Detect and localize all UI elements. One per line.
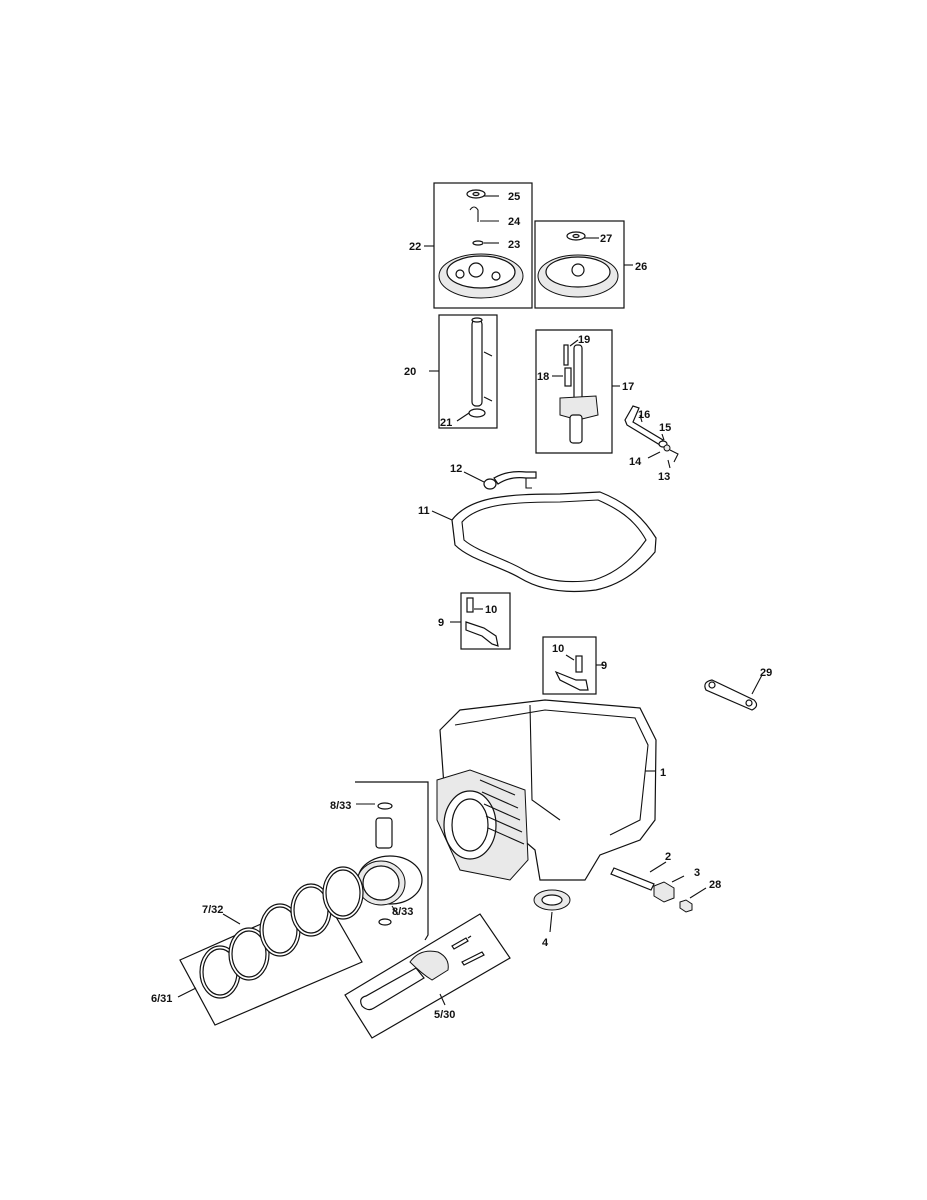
label-8-33-top: 8/33 xyxy=(330,800,351,812)
nut-14 xyxy=(663,444,671,452)
piston-assembly xyxy=(355,781,429,941)
governor-shaft-assembly-20 xyxy=(429,314,498,429)
label-8-33-bottom: 8/33 xyxy=(392,906,413,918)
label-13: 13 xyxy=(658,471,670,483)
oil-seal-4 xyxy=(533,889,571,933)
bracket-9-right xyxy=(554,670,589,691)
screw-28 xyxy=(679,899,693,913)
label-9-left: 9 xyxy=(438,617,444,629)
bracket-9-left xyxy=(465,621,499,647)
label-2: 2 xyxy=(665,851,671,863)
label-14: 14 xyxy=(629,456,642,468)
bolt-10-right xyxy=(575,655,583,673)
label-20: 20 xyxy=(404,366,416,378)
drain-parts xyxy=(610,861,707,913)
label-22: 22 xyxy=(409,241,421,253)
label-3: 3 xyxy=(694,867,700,879)
label-4: 4 xyxy=(542,937,549,949)
clip-23 xyxy=(472,240,484,246)
label-6-31: 6/31 xyxy=(151,993,172,1005)
bolt-10-left xyxy=(466,597,474,613)
rod-group-box xyxy=(344,913,511,1039)
label-16: 16 xyxy=(638,409,650,421)
label-24: 24 xyxy=(508,216,521,228)
label-10-left: 10 xyxy=(485,604,497,616)
group-box-9-left xyxy=(460,592,511,650)
link-29 xyxy=(704,674,763,711)
crankcase-1 xyxy=(436,699,657,881)
group-box-17 xyxy=(535,329,613,454)
bracket-group-9-left xyxy=(450,592,511,650)
clip-13 xyxy=(669,449,679,463)
pin-24 xyxy=(469,206,479,222)
cam-gear-assembly-26 xyxy=(534,220,633,309)
label-25: 25 xyxy=(508,191,520,203)
clip-8-33-bottom xyxy=(378,918,392,926)
plug-3 xyxy=(653,881,675,903)
label-29: 29 xyxy=(760,667,772,679)
washer-21 xyxy=(468,408,486,418)
piston-pin xyxy=(375,817,393,849)
group-box-20 xyxy=(438,314,498,429)
label-26: 26 xyxy=(635,261,647,273)
label-19: 19 xyxy=(578,334,590,346)
tube-2 xyxy=(610,867,655,891)
label-15: 15 xyxy=(659,422,671,434)
label-23: 23 xyxy=(508,239,520,251)
label-18: 18 xyxy=(537,371,549,383)
pin-18 xyxy=(564,367,572,387)
connecting-rod-assembly xyxy=(344,913,511,1039)
breather-tube-12 xyxy=(463,471,537,490)
label-11: 11 xyxy=(418,505,430,517)
screw-19 xyxy=(563,344,569,366)
shaft xyxy=(471,319,483,407)
label-12: 12 xyxy=(450,463,462,475)
label-17: 17 xyxy=(622,381,634,393)
label-27: 27 xyxy=(600,233,612,245)
governor-arm-16 xyxy=(624,405,664,446)
group-box-9-right xyxy=(542,636,597,695)
label-5-30: 5/30 xyxy=(434,1009,455,1021)
label-10-right: 10 xyxy=(552,643,564,655)
bracket-group-9-right xyxy=(542,636,604,695)
connecting-rod xyxy=(360,967,425,1011)
piston-rings xyxy=(177,866,364,1026)
label-21: 21 xyxy=(440,417,452,429)
governor-assembly-17 xyxy=(535,329,620,454)
governor-arm-parts xyxy=(624,405,679,469)
label-28: 28 xyxy=(709,879,721,891)
label-9-right: 9 xyxy=(601,660,607,672)
clip-8-33-top xyxy=(377,802,393,810)
gasket-11 xyxy=(431,491,657,593)
cam-gear-assembly-22 xyxy=(424,182,533,309)
label-7-32: 7/32 xyxy=(202,904,223,916)
label-1: 1 xyxy=(660,767,666,779)
